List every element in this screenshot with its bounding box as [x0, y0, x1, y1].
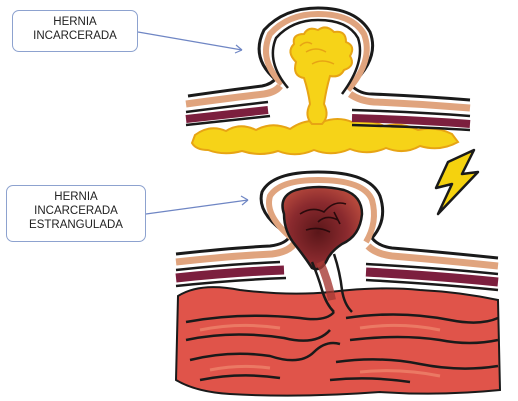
leader-line-strangulated	[146, 200, 248, 214]
strangulated-hernia-illustration	[176, 172, 500, 396]
label-strangulated-hernia: HERNIA INCARCERADA ESTRANGULADA	[6, 185, 146, 242]
strangulated-bowel-loop	[283, 187, 363, 269]
lightning-bolt-icon	[436, 150, 478, 214]
herniated-fat	[290, 27, 352, 124]
label-strangulated-line1: HERNIA	[13, 190, 139, 204]
label-incarcerated-line2: INCARCERADA	[19, 29, 131, 43]
label-incarcerated-hernia: HERNIA INCARCERADA	[12, 10, 138, 52]
incarcerated-hernia-illustration	[186, 8, 470, 154]
leader-line-incarcerated	[138, 32, 242, 50]
label-strangulated-line3: ESTRANGULADA	[13, 218, 139, 232]
label-incarcerated-line1: HERNIA	[19, 15, 131, 29]
label-strangulated-line2: INCARCERADA	[13, 204, 139, 218]
